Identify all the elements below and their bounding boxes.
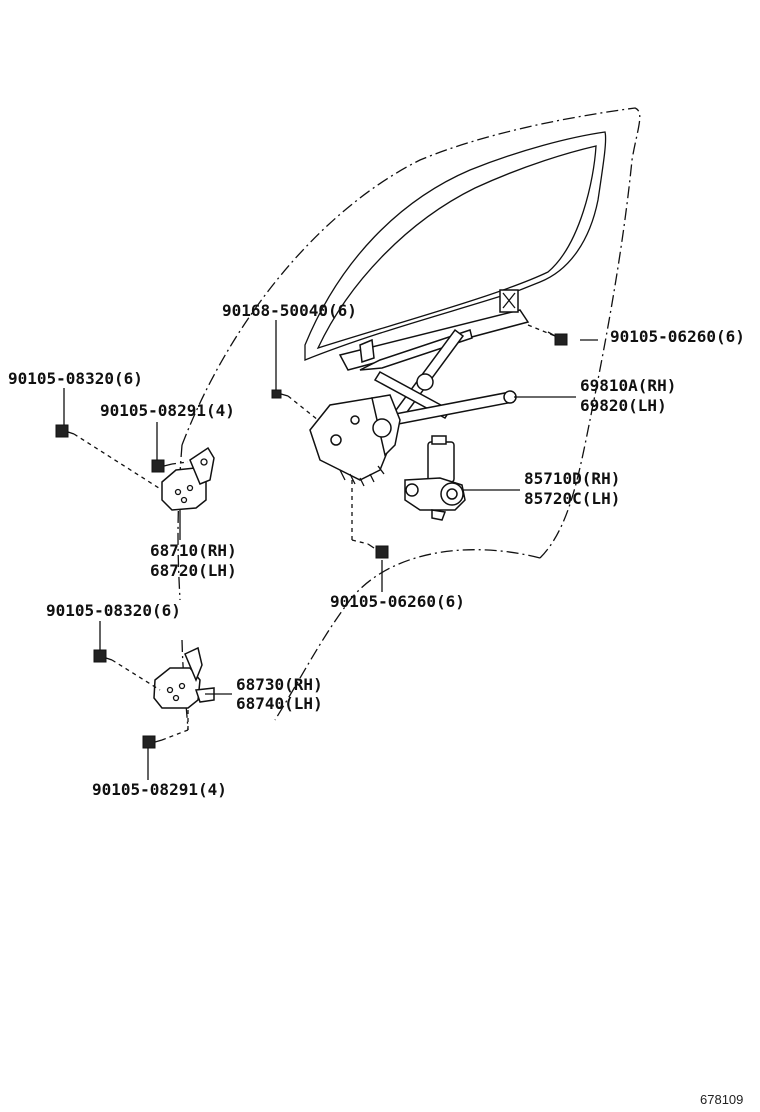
leader-lines — [63, 320, 598, 780]
label-regulator-rh: 69810A(RH) — [580, 376, 676, 395]
bolt-icon — [367, 543, 389, 559]
label-bolt-top: 90168-50040(6) — [222, 301, 357, 320]
label-bolt-upper-hinge-outer: 90105-08320(6) — [8, 369, 143, 388]
label-motor-lh: 85720C(LH) — [524, 489, 620, 508]
bolt-icons — [55, 331, 568, 749]
label-lower-hinge-rh: 68730(RH) — [236, 675, 323, 694]
window-regulator — [309, 289, 530, 487]
label-bolt-lower-hinge-inner: 90105-08291(4) — [92, 780, 227, 799]
window-motor — [404, 435, 466, 521]
label-bolt-right: 90105-06260(6) — [610, 327, 745, 346]
label-regulator-lh: 69820(LH) — [580, 396, 667, 415]
label-bolt-lower-hinge-outer: 90105-08320(6) — [46, 601, 181, 620]
label-upper-hinge-rh: 68710(RH) — [150, 541, 237, 560]
label-lower-hinge-lh: 68740(LH) — [236, 694, 323, 713]
upper-hinge — [161, 446, 215, 511]
window-glass — [304, 131, 607, 361]
bolt-icon — [142, 735, 163, 749]
bolt-icon — [271, 389, 289, 399]
bolt-icon — [55, 424, 75, 438]
bolt-icon — [151, 459, 173, 473]
label-motor-rh: 85710D(RH) — [524, 469, 620, 488]
dashed-lines — [73, 324, 556, 741]
label-upper-hinge-lh: 68720(LH) — [150, 561, 237, 580]
lower-hinge — [153, 646, 215, 709]
label-bolt-bottom-center: 90105-06260(6) — [330, 592, 465, 611]
diagram-code: 678109 — [700, 1092, 743, 1107]
bolt-icon — [93, 649, 113, 663]
label-bolt-upper-hinge-inner: 90105-08291(4) — [100, 401, 235, 420]
